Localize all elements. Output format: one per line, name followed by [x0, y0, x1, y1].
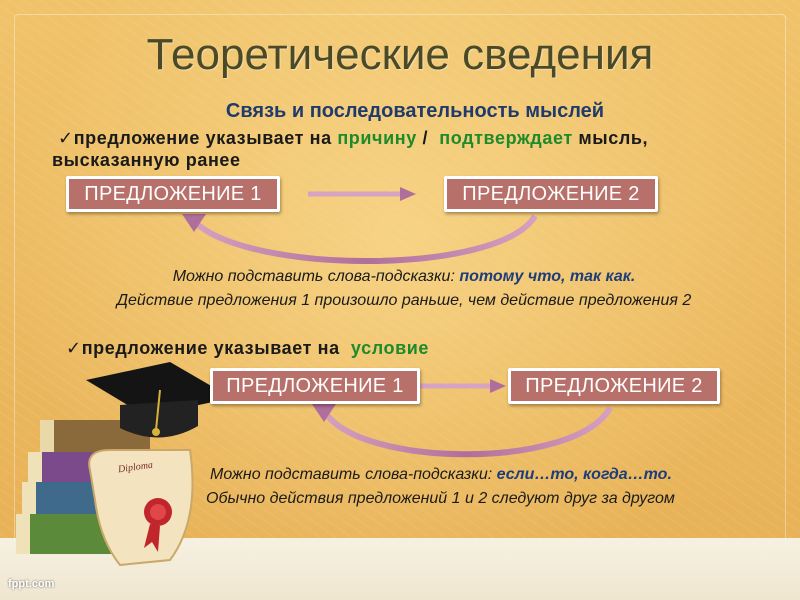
footer-brand: fppt.com	[8, 578, 55, 590]
confirms-word: подтверждает	[439, 128, 573, 148]
sentence2-box: ПРЕДЛОЖЕНИЕ 2	[444, 176, 658, 212]
section2-hint-words: если…то, когда…то.	[496, 466, 672, 483]
graduation-cap-icon	[86, 362, 232, 438]
arrow-right-1	[308, 187, 416, 201]
section1-statement: ✓предложение указывает на причину / подт…	[58, 128, 648, 149]
section1-text-a: предложение указывает на	[73, 128, 332, 148]
arrow-right-2	[420, 379, 506, 393]
section1-hint-prefix: Можно подставить слова-подсказки:	[172, 268, 455, 285]
condition-word: условие	[350, 338, 430, 358]
diploma-scroll	[88, 449, 194, 567]
curved-arrow-2	[312, 404, 613, 458]
sentence1-box-2: ПРЕДЛОЖЕНИЕ 1	[210, 368, 420, 404]
sentence1-box: ПРЕДЛОЖЕНИЕ 1	[66, 176, 280, 212]
section2-text: предложение указывает на	[81, 338, 340, 358]
section-subtitle: Связь и последовательность мыслей	[225, 100, 605, 122]
section2-hint-prefix: Можно подставить слова-подсказки:	[210, 466, 493, 483]
checkmark-icon: ✓	[58, 128, 74, 148]
section1-note: Действие предложения 1 произошло раньше,…	[116, 292, 692, 309]
curved-arrow-1	[182, 214, 538, 264]
section1-text-b: мысль,	[578, 128, 649, 148]
section1-hint-words: потому что, так как.	[459, 268, 636, 285]
section2-note: Обычно действия предложений 1 и 2 следую…	[206, 490, 675, 507]
sentence2-box-2: ПРЕДЛОЖЕНИЕ 2	[508, 368, 720, 404]
cause-word: причину	[337, 128, 417, 148]
section1-line2: высказанную ранее	[52, 150, 241, 170]
section2-hint: Можно подставить слова-подсказки: если…т…	[210, 466, 672, 484]
section1-hint: Можно подставить слова-подсказки: потому…	[4, 268, 800, 286]
page-title: Теоретические сведения	[146, 30, 654, 79]
checkmark-icon: ✓	[66, 338, 82, 358]
slash: /	[422, 128, 429, 148]
section2-statement: ✓предложение указывает на условие	[66, 338, 429, 359]
